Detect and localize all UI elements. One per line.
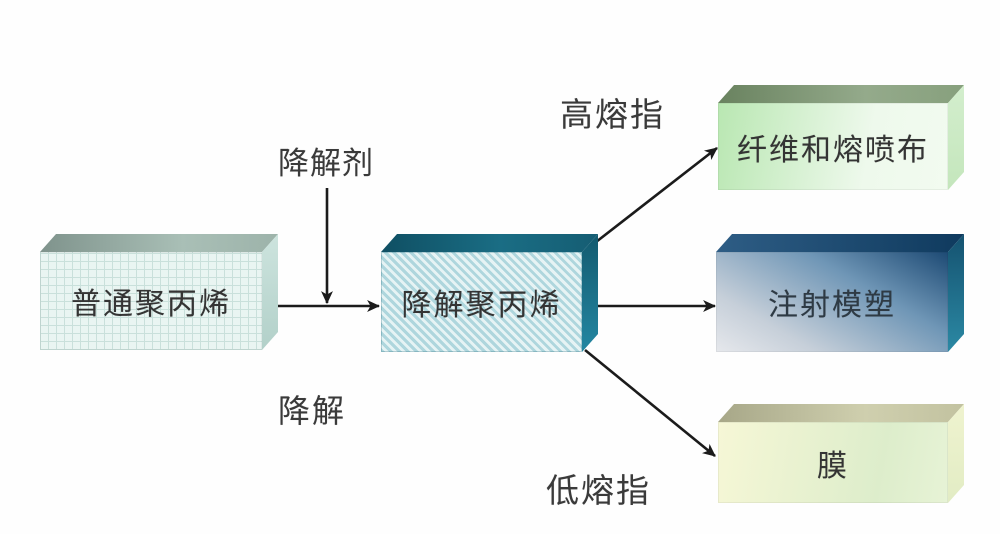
- degraded-box-side-face: [582, 234, 598, 352]
- arrow-degraded-to-fiber: [595, 146, 718, 244]
- degraded-box-front-face: 降解聚丙烯: [381, 252, 582, 352]
- fiber-box-front-face: 纤维和熔喷布: [718, 103, 948, 190]
- low-melt-index-label: 低熔指: [546, 472, 651, 509]
- injection-box-front-face: 注射模塑: [716, 252, 948, 352]
- fiber-meltblown-box: 纤维和熔喷布: [718, 103, 948, 190]
- film-box-front-face: 膜: [718, 422, 948, 503]
- film-box-top-face: [718, 404, 964, 422]
- high-melt-index-label: 高熔指: [560, 96, 665, 133]
- degraded-box-top-face: [381, 234, 598, 252]
- degradation-agent-label: 降解剂: [278, 146, 374, 181]
- degraded-box-label: 降解聚丙烯: [401, 289, 562, 322]
- film-box: 膜: [718, 422, 948, 503]
- arrow-degraded-to-film: [584, 348, 716, 458]
- degraded-box: 降解聚丙烯: [381, 252, 582, 352]
- fiber-meltblown-box-label: 纤维和熔喷布: [737, 133, 929, 167]
- fiber-box-side-face: [948, 85, 964, 190]
- film-box-label: 膜: [817, 449, 849, 483]
- injection-box-side-face: [948, 234, 964, 352]
- source-box-label: 普通聚丙烯: [71, 288, 231, 321]
- injection-box-top-face: [716, 234, 964, 252]
- injection-molding-box-label: 注射模塑: [768, 289, 896, 322]
- source-box-side-face: [262, 234, 278, 350]
- source-box-front-face: 普通聚丙烯: [40, 252, 262, 350]
- fiber-box-top-face: [718, 85, 964, 103]
- degradation-process-label: 降解: [278, 393, 347, 429]
- source-box-top-face: [40, 234, 278, 252]
- source-box: 普通聚丙烯: [40, 252, 262, 350]
- film-box-side-face: [948, 404, 964, 503]
- injection-molding-box: 注射模塑: [716, 252, 948, 352]
